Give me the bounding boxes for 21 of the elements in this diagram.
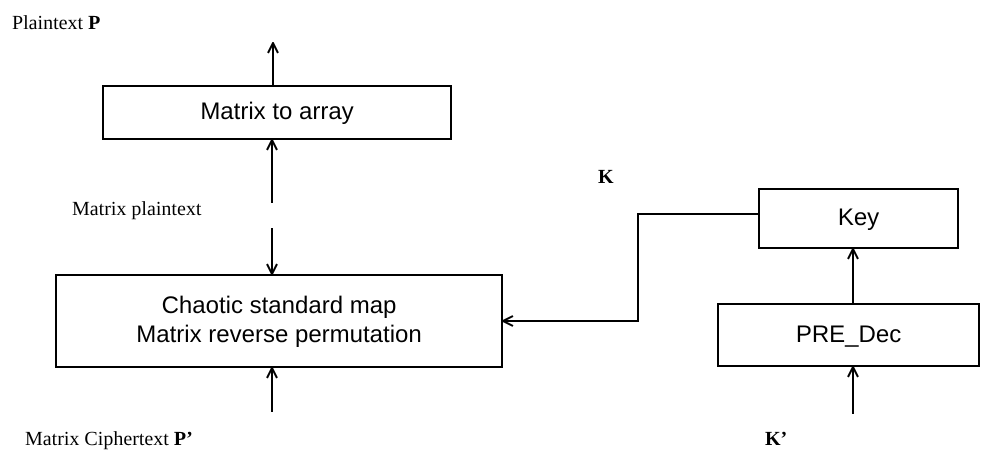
arrow bbox=[847, 248, 859, 303]
box-label: PRE_Dec bbox=[796, 320, 902, 350]
signal-label: K bbox=[598, 166, 614, 189]
arrow bbox=[847, 366, 859, 414]
arrow bbox=[267, 42, 279, 85]
process-box bbox=[717, 303, 980, 367]
arrow bbox=[266, 139, 278, 203]
process-box bbox=[758, 188, 959, 249]
arrow bbox=[266, 228, 278, 275]
box-label: Matrix to array bbox=[200, 98, 354, 127]
box-label: Matrix reverse permutation bbox=[136, 321, 422, 350]
process-box bbox=[102, 85, 452, 140]
signal-label: Matrix Ciphertext P’ bbox=[25, 428, 193, 451]
signal-label: Plaintext P bbox=[12, 12, 100, 35]
process-box bbox=[55, 274, 503, 368]
signal-label: Matrix plaintext bbox=[72, 198, 202, 221]
signal-label: K’ bbox=[765, 428, 788, 451]
arrow bbox=[266, 367, 278, 412]
box-label: Chaotic standard map bbox=[162, 292, 396, 321]
arrow bbox=[502, 213, 758, 327]
box-label: Key bbox=[838, 204, 880, 233]
